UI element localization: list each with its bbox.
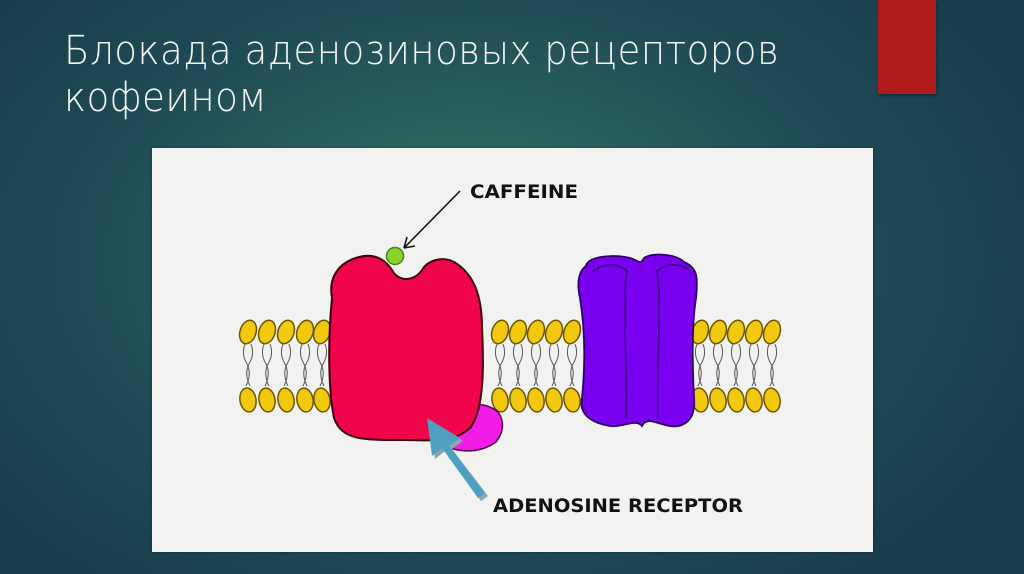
caffeine-pointer-arrow bbox=[403, 190, 461, 249]
title-line-2: кофеином bbox=[64, 75, 267, 121]
accent-bar bbox=[878, 0, 936, 94]
lipid-bilayer-middle bbox=[487, 317, 585, 414]
slide-title: Блокада аденозиновых рецепторов кофеином bbox=[64, 28, 808, 122]
caffeine-label: CAFFEINE bbox=[470, 181, 578, 203]
lipid-bilayer-right bbox=[687, 317, 785, 414]
adenosine-receptor-shape bbox=[328, 254, 484, 442]
ion-channel-shape bbox=[577, 253, 698, 428]
caffeine-molecule bbox=[385, 246, 405, 266]
diagram-panel: CAFFEINE ADENOSINE RECEPTOR bbox=[152, 148, 873, 552]
membrane-diagram: CAFFEINE ADENOSINE RECEPTOR bbox=[235, 181, 785, 517]
title-line-1: Блокада аденозиновых рецепторов bbox=[64, 28, 780, 74]
adenosine-receptor-label: ADENOSINE RECEPTOR bbox=[493, 495, 743, 517]
receptor-pointer-arrow bbox=[427, 418, 488, 501]
lipid-bilayer-left bbox=[235, 317, 335, 414]
